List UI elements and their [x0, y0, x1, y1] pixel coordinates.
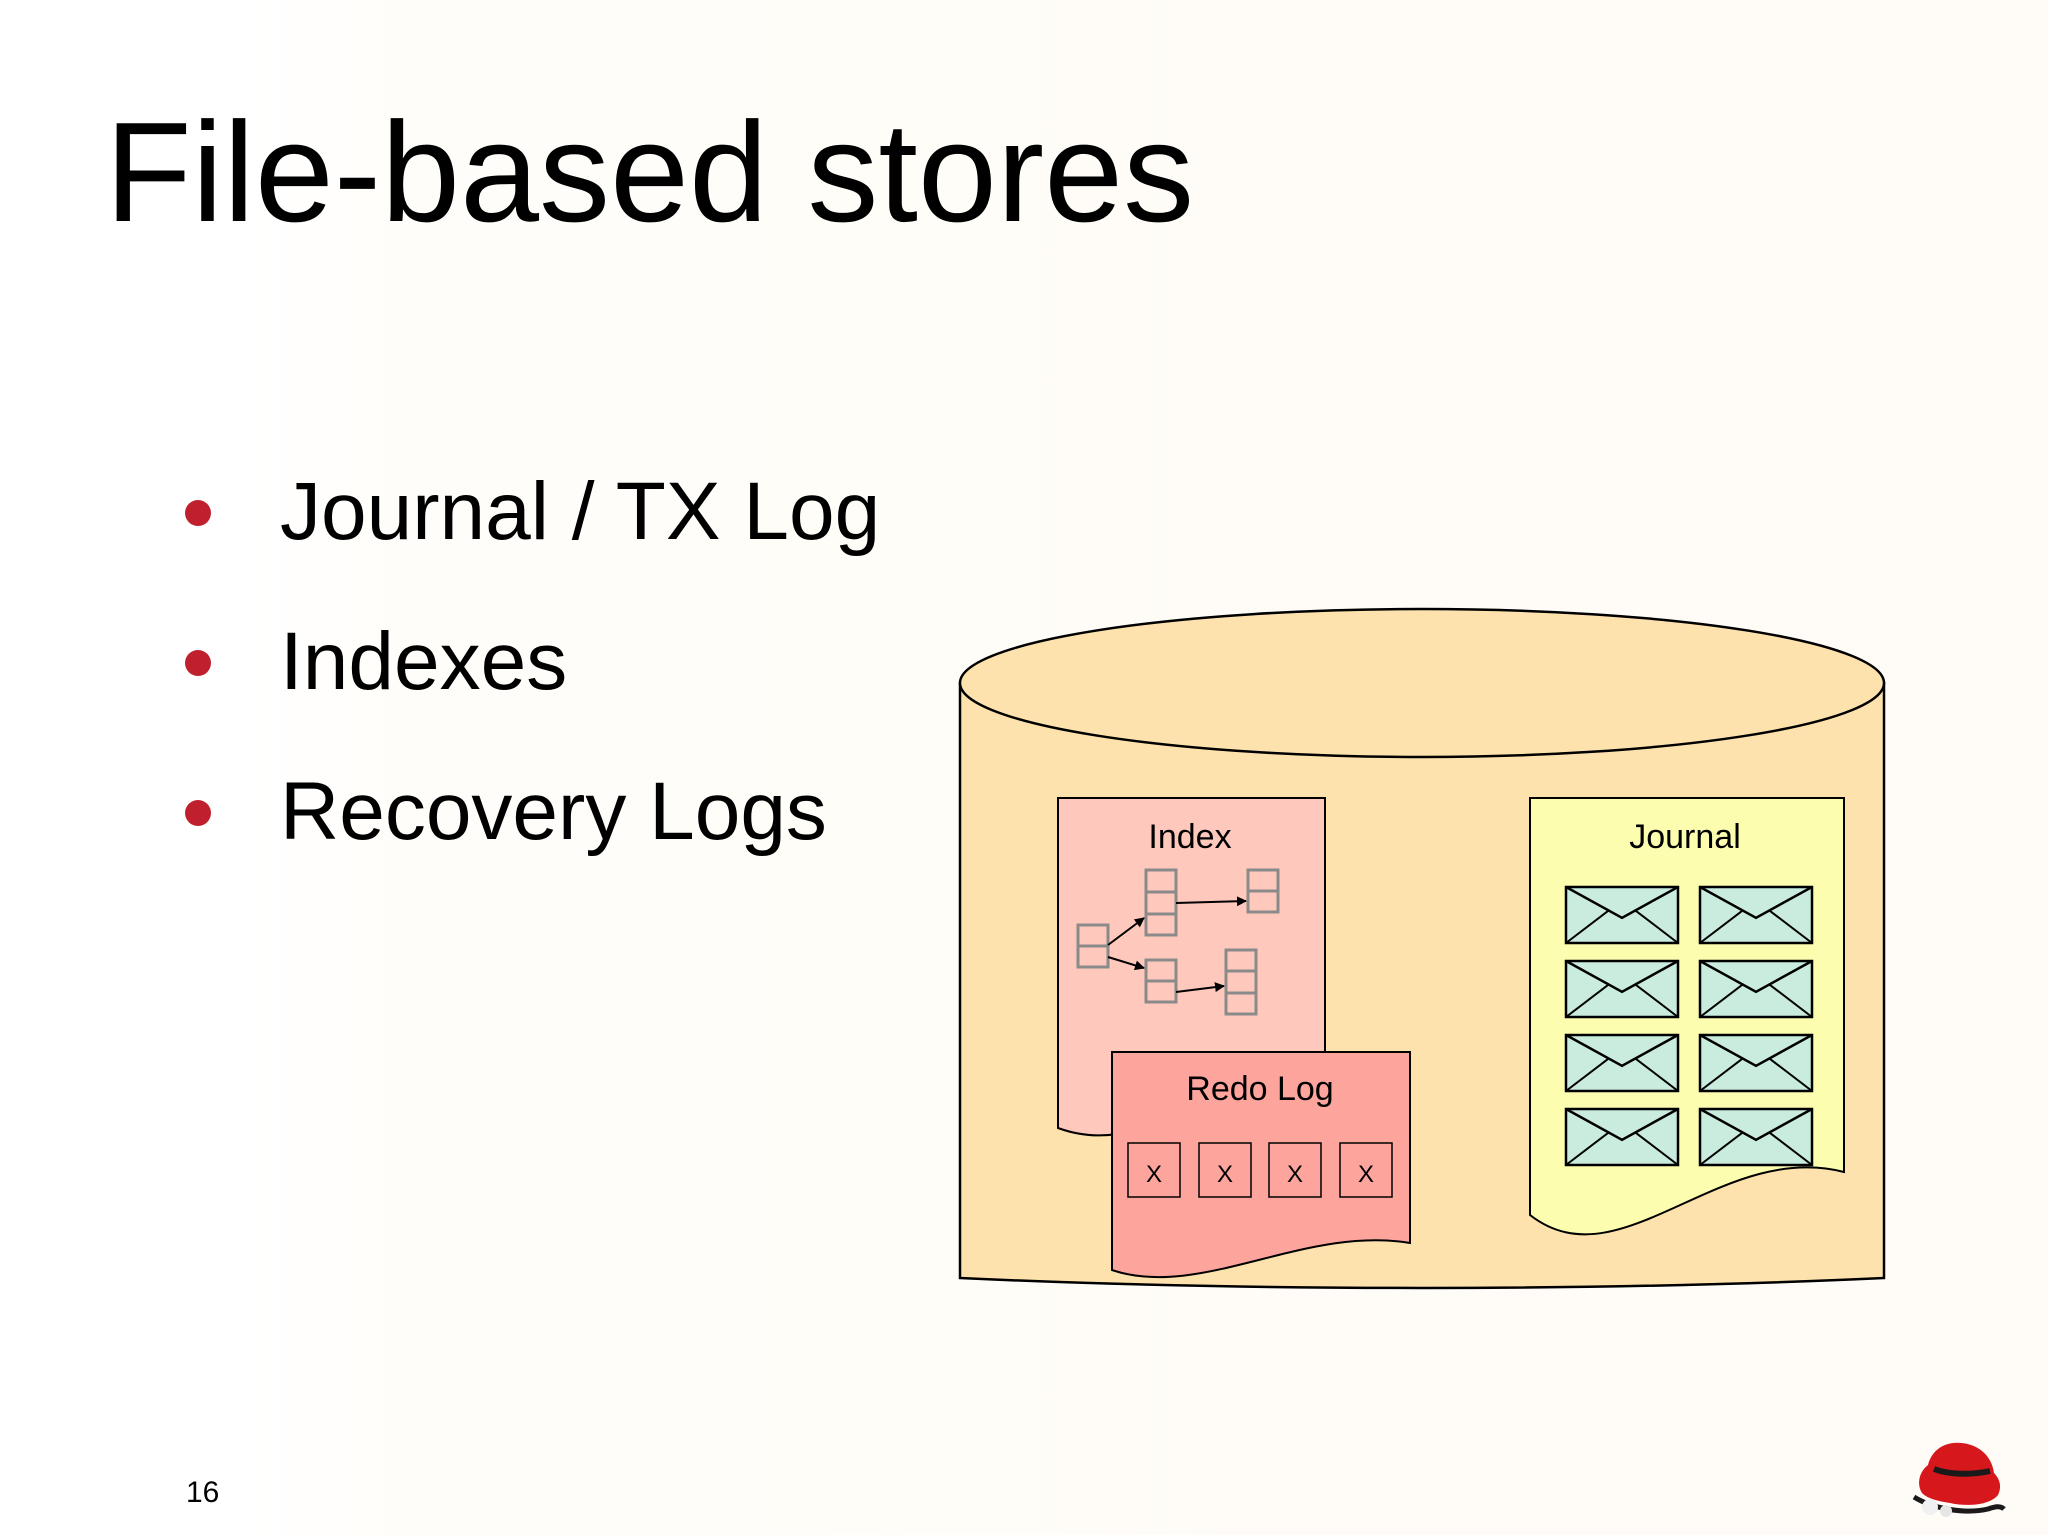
- slide-number: 16: [186, 1476, 220, 1509]
- envelope-icon: [1698, 885, 1814, 945]
- red-hat-logo-icon: [1912, 1442, 2006, 1517]
- redo-log-cell: X: [1287, 1161, 1303, 1188]
- bullet-text: Indexes: [280, 616, 568, 707]
- envelope-icon: [1698, 1033, 1814, 1093]
- index-pointer-arrows: [1107, 896, 1247, 993]
- envelope-icon: [1564, 959, 1680, 1019]
- index-tree: [1076, 868, 1280, 1016]
- journal-message-grid: [1564, 885, 1814, 1167]
- bullet-text: Recovery Logs: [280, 766, 827, 857]
- redo-log-cells: X X X X: [1127, 1142, 1393, 1198]
- bullet-text: Journal / TX Log: [280, 466, 881, 557]
- redo-log-label: Redo Log: [1186, 1070, 1333, 1108]
- redo-log-cell: X: [1146, 1161, 1162, 1188]
- index-label: Index: [1148, 818, 1231, 856]
- envelope-icon: [1698, 1107, 1814, 1167]
- envelope-icon: [1698, 959, 1814, 1019]
- envelope-icon: [1564, 1033, 1680, 1093]
- redo-log-cell: X: [1217, 1161, 1233, 1188]
- redo-log-cell: X: [1358, 1161, 1374, 1188]
- redo-log-document: Redo Log X X X X: [1111, 1051, 1411, 1279]
- bullet-dot-icon: [185, 650, 211, 676]
- journal-document: Journal: [1529, 797, 1845, 1236]
- bullet-dot-icon: [185, 800, 211, 826]
- envelope-icon: [1564, 885, 1680, 945]
- slide-title: File-based stores: [105, 93, 1195, 252]
- journal-label: Journal: [1629, 818, 1741, 856]
- bullet-dot-icon: [185, 500, 211, 526]
- envelope-icon: [1564, 1107, 1680, 1167]
